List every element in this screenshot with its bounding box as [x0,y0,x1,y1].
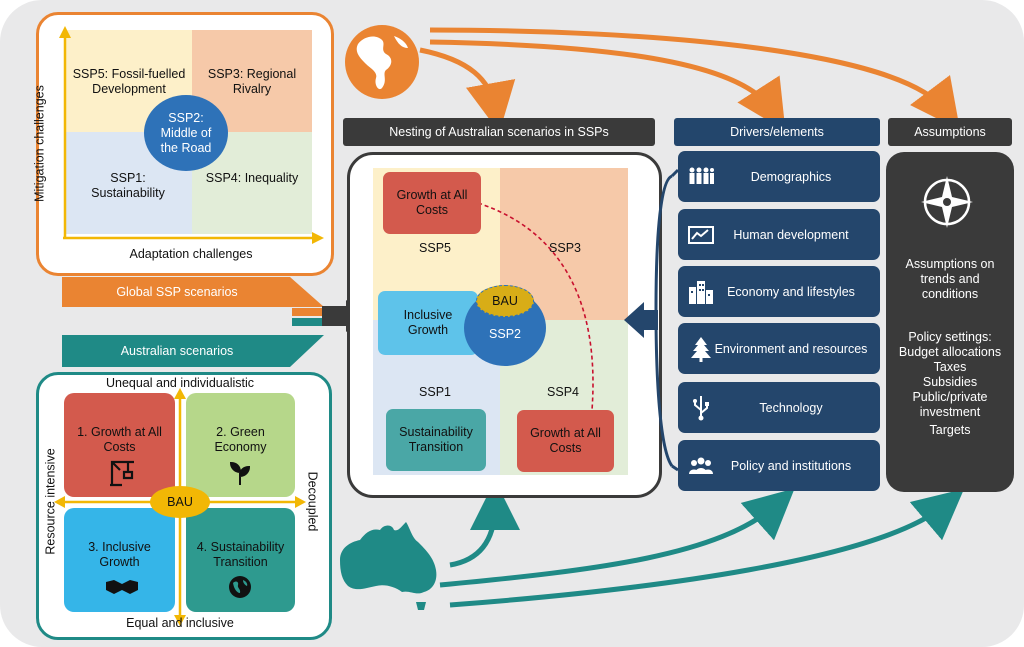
nest-ssp4-label: SSP4 [547,385,579,399]
globe-icon [342,22,422,102]
ssp-axes [59,26,324,244]
nest-ssp2-label: SSP2 [489,326,521,341]
driver-economy-lifestyles: Economy and lifestyles [678,266,880,317]
tree-icon [691,337,711,362]
driver-demographics: Demographics [678,151,880,202]
ssp5-label: SSP5: Fossil-fuelled Development [72,67,186,96]
aus-left-label: Resource intensive [43,448,58,555]
nest-inclusive-growth: Inclusive Growth [378,291,478,355]
ssp1-label: SSP1: Sustainability [91,171,165,200]
nest-ssp3-label: SSP3 [549,241,581,255]
usb-icon [693,396,709,421]
nest-growth-top: Growth at All Costs [383,172,481,234]
policy-settings-title: Policy settings: [908,330,992,344]
nest-dashed-path [477,202,594,411]
nest-ssp5-label: SSP5 [419,241,451,255]
q3-label: 3. Inclusive Growth [88,540,151,569]
people-icon [689,167,714,184]
driver-environment-resources: Environment and resources [678,323,880,374]
nest-bau-label: BAU [492,293,518,308]
nesting-title: Nesting of Australian scenarios in SSPs [343,118,655,146]
global-ssp-banner-label: Global SSP scenarios [116,285,238,299]
drivers-title: Drivers/elements [674,118,880,146]
q2-label: 2. Green Economy [214,425,267,454]
driver-label: Demographics [750,169,832,184]
earth-icon [229,576,251,598]
nest-bau-ellipse: BAU [476,285,534,317]
aus-bau-label: BAU [167,494,193,509]
nest-growth-bottom: Growth at All Costs [517,410,614,472]
assumptions-title: Assumptions [888,118,1012,146]
crane-icon [110,460,134,487]
policy-item: Budget allocations [898,345,1002,359]
arrow-australia-to-nesting [449,480,520,568]
aus-bau-ellipse: BAU [150,486,210,518]
australian-banner-label: Australian scenarios [120,344,234,358]
nest-sustainability-transition: Sustainability Transition [386,409,486,471]
nest-growth-top-label: Growth at All Costs [396,188,468,217]
driver-label: Technology [759,400,823,415]
ssp-x-axis-label: Adaptation challenges [129,247,253,261]
group-icon [689,457,713,474]
australian-banner: Australian scenarios [62,335,324,367]
driver-label: Policy and institutions [730,458,852,473]
ssp2-label: SSP2: Middle of the Road [160,110,212,155]
ssp3-label: SSP3: Regional Rivalry [207,67,297,96]
policy-item: Public/private investment [912,390,988,419]
policy-item: Targets [929,423,971,437]
policy-item: Subsidies [922,375,978,389]
australia-map-icon [336,520,444,612]
nest-inclusive-label: Inclusive Growth [403,308,453,337]
buildings-icon [689,281,713,304]
ssp-y-axis-label: Mitigation challenges [32,85,47,202]
q4-label: 4. Sustainability Transition [196,540,285,569]
arrow-globe-to-nesting [419,47,516,133]
driver-label: Environment and resources [714,341,868,356]
arrow-australia-to-assumptions [449,488,965,608]
nest-ssp1-label: SSP1 [419,385,451,399]
arrow-australia-to-drivers [439,488,795,588]
driver-label: Economy and lifestyles [727,284,855,299]
ssp2-circle: SSP2: Middle of the Road [144,95,228,171]
global-ssp-banner: Global SSP scenarios [62,277,324,307]
ssp4-label: SSP4: Inequality [205,171,299,185]
drivers-bracket [624,168,680,472]
driver-technology: Technology [678,382,880,433]
assumptions-trends: Assumptions on trends and conditions [905,257,995,301]
driver-label: Human development [733,227,849,242]
compass-icon [919,174,975,230]
nest-sustainability-label: Sustainability Transition [399,425,473,454]
q4-sustainability-transition: 4. Sustainability Transition [186,508,295,612]
q1-growth-at-all-costs: 1. Growth at All Costs [64,393,175,497]
driver-policy-institutions: Policy and institutions [678,440,880,491]
chart-icon [688,226,714,244]
driver-human-development: Human development [678,209,880,260]
handshake-icon [106,580,138,594]
aus-bottom-label: Equal and inclusive [126,616,234,630]
q1-label: 1. Growth at All Costs [77,425,162,454]
arrow-globe-to-assumptions [429,27,961,130]
nest-growth-bottom-label: Growth at All Costs [530,426,601,455]
policy-item: Taxes [933,360,967,374]
aus-right-label: Decoupled [305,471,320,532]
q3-inclusive-growth: 3. Inclusive Growth [64,508,175,612]
aus-top-label: Unequal and individualistic [105,376,254,390]
arrow-globe-to-drivers [429,39,786,132]
plant-icon [229,461,251,485]
